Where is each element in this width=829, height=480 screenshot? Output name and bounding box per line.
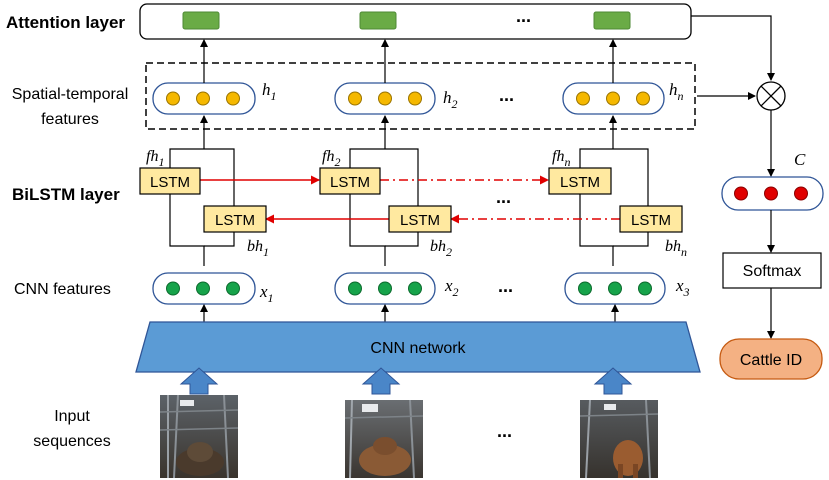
attention-cell [182,11,220,30]
lstm-forward-2: LSTM [319,167,381,195]
bilstm-layer-label: BiLSTM layer [12,185,120,204]
input-frame-2 [344,399,424,479]
svg-text:LSTM: LSTM [400,212,440,229]
cnn-network: CNN network [135,321,701,373]
cnn-features-label: CNN features [14,281,111,298]
svg-text:LSTM: LSTM [560,174,600,191]
attention-cell [593,11,631,30]
bhn-label: bhn [665,238,687,259]
fhn-label: fhn [552,148,570,169]
lstm-forward-1: LSTM [139,167,201,195]
attention-ellipsis: ... [516,6,531,26]
features-label: features [41,111,99,128]
lstm-forward-n: LSTM [548,167,612,195]
cnn-feature-ellipsis: ... [498,276,513,296]
hidden-state-h2 [334,82,436,115]
bh2-label: bh2 [430,238,452,259]
input-label: Input [54,408,90,425]
svg-text:LSTM: LSTM [215,212,255,229]
input-arrow-2 [361,367,401,395]
lstm-backward-n: LSTM [619,205,683,233]
input-frame-3 [579,399,659,479]
svg-text:LSTM: LSTM [150,174,190,191]
input-arrow-1 [179,367,219,395]
hidden-ellipsis: ... [499,85,514,105]
context-label: C [794,150,806,169]
svg-text:LSTM: LSTM [631,212,671,229]
cattle-id-output: Cattle ID [719,338,823,380]
bh1-label: bh1 [247,238,269,259]
svg-text:Softmax: Softmax [743,263,802,280]
h1-label: h1 [262,80,277,103]
attention-layer-label: Attention layer [6,13,125,32]
hidden-state-h1 [152,82,256,115]
context-vector [721,176,824,211]
bilstm-connections [169,115,649,266]
svg-text:Cattle ID: Cattle ID [740,352,802,369]
hn-label: hn [669,80,684,103]
cnn-feature-x1 [152,272,256,305]
input-arrow-3 [593,367,633,395]
input-ellipsis: ... [497,421,512,441]
svg-text:LSTM: LSTM [330,174,370,191]
fh2-label: fh2 [322,148,340,169]
input-frame-1 [159,394,239,479]
x3-label: x3 [675,276,690,299]
h2-label: h2 [443,88,458,111]
lstm-backward-2: LSTM [388,205,452,233]
arrow-attention-multiply [691,15,775,81]
hidden-state-hn [562,82,665,115]
fh1-label: fh1 [146,148,164,169]
x1-label: x1 [259,282,274,305]
cnn-feature-x2 [334,272,436,305]
lstm-backward-1: LSTM [203,205,267,233]
x2-label: x2 [444,276,459,299]
sequences-label: sequences [33,433,110,450]
softmax-box: Softmax [722,252,822,289]
multiply-icon [756,81,786,111]
lstm-ellipsis: ... [496,187,511,207]
cnn-feature-x3 [564,272,666,305]
attention-cell [359,11,397,30]
attention-layer-box [139,3,692,40]
spatial-temporal-label: Spatial-temporal [12,86,129,103]
svg-text:CNN network: CNN network [370,340,466,357]
